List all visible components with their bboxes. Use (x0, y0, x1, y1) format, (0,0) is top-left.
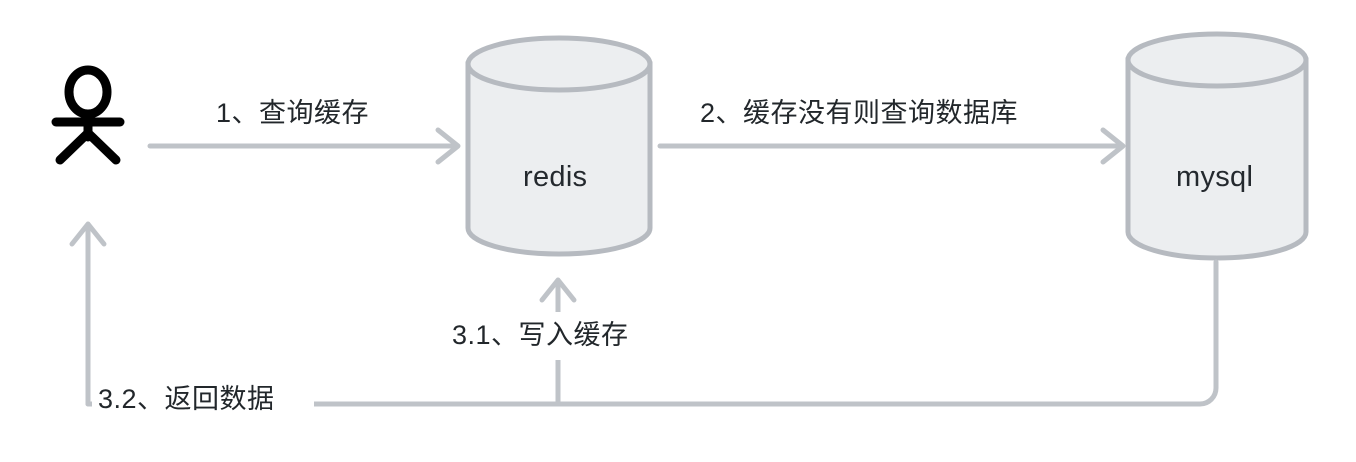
node-mysql-label: mysql (1176, 161, 1254, 193)
edge-step32-line (85, 259, 1219, 407)
edge-label-step1: 1、查询缓存 (216, 98, 370, 128)
node-redis-body (465, 61, 653, 257)
person-head-icon (64, 65, 112, 119)
node-redis[interactable] (465, 35, 653, 257)
person-leg-right-icon (83, 128, 121, 165)
node-redis-label: redis (523, 161, 588, 193)
label-step31-backdrop (446, 312, 678, 360)
edge-step1-arrowhead-icon (435, 127, 461, 165)
edge-step2 (657, 127, 1126, 165)
edge-step32 (69, 221, 1219, 407)
node-redis-top (465, 35, 653, 93)
edge-step2-arrowhead-icon (1100, 127, 1126, 165)
edge-label-step2: 2、缓存没有则查询数据库 (700, 98, 1019, 128)
person-icon (51, 65, 125, 165)
node-mysql[interactable] (1125, 31, 1309, 261)
node-mysql-top (1125, 31, 1309, 89)
person-leg-left-icon (55, 128, 93, 165)
edge-step32-arrowhead-icon (69, 221, 107, 247)
edge-step31-arrowhead-icon (539, 277, 577, 303)
node-mysql-body (1125, 57, 1309, 261)
edge-step1 (147, 127, 461, 165)
label-step32-backdrop (92, 378, 314, 424)
edge-label-step31: 3.1、写入缓存 (452, 320, 629, 350)
edge-label-step32: 3.2、返回数据 (98, 384, 275, 414)
